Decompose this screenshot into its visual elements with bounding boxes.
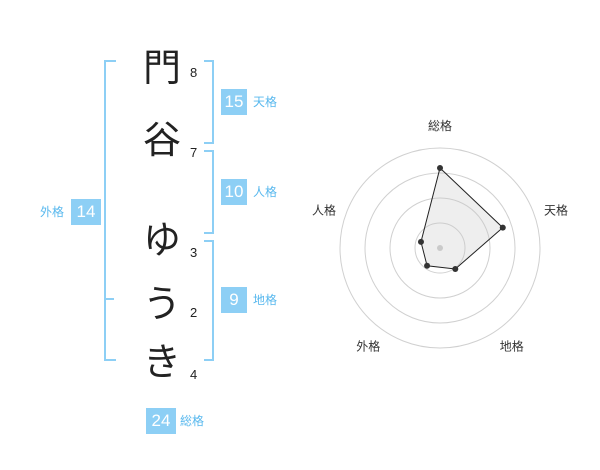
- radar-ring: [364, 172, 516, 324]
- radar-point-4: [424, 262, 431, 269]
- stroke-count-4: 2: [190, 305, 198, 320]
- radar-polygon: [420, 167, 504, 270]
- radar-axis-label-1: 総格: [428, 118, 452, 133]
- radar-point-1: [437, 165, 443, 171]
- gaikaku-bracket-tick: [104, 298, 114, 300]
- radar-point-2: [499, 224, 506, 231]
- soukaku-label: 総格: [180, 414, 205, 428]
- jinkaku-value-badge: 10: [221, 179, 247, 205]
- jinkaku-bracket: [204, 150, 214, 234]
- chikaku-label: 地格: [253, 293, 278, 307]
- stroke-count-1: 8: [190, 65, 198, 80]
- name-char-5: き: [142, 340, 181, 384]
- radar-center-dot: [437, 245, 443, 251]
- tenkaku-label: 天格: [253, 95, 278, 109]
- radar-ring: [339, 147, 541, 349]
- jinkaku-label: 人格: [253, 185, 278, 199]
- radar-point-5: [417, 238, 424, 245]
- name-char-1: 門: [142, 46, 181, 90]
- name-char-3: ゆ: [142, 218, 181, 262]
- name-char-2: 谷: [142, 118, 181, 162]
- radar-axis-label-2: 天格: [544, 202, 568, 217]
- chikaku-value-badge: 9: [221, 287, 247, 313]
- name-char-4: う: [142, 282, 181, 326]
- stroke-count-3: 3: [190, 245, 198, 260]
- gaikaku-bracket: [104, 60, 116, 361]
- radar-axis-label-4: 外格: [356, 339, 380, 354]
- radar-axis-label-3: 地格: [500, 339, 524, 354]
- stroke-count-5: 4: [190, 367, 198, 382]
- tenkaku-bracket: [204, 60, 214, 144]
- radar-ring: [414, 222, 466, 274]
- gaikaku-label: 外格: [40, 205, 65, 219]
- gaikaku-value-badge: 14: [71, 199, 101, 225]
- chikaku-bracket: [204, 240, 214, 361]
- tenkaku-value-badge: 15: [221, 89, 247, 115]
- soukaku-value-badge: 24: [146, 408, 176, 434]
- radar-ring: [389, 197, 491, 299]
- stroke-count-2: 7: [190, 145, 198, 160]
- radar-axis-label-5: 人格: [312, 202, 336, 217]
- radar-point-3: [452, 266, 459, 273]
